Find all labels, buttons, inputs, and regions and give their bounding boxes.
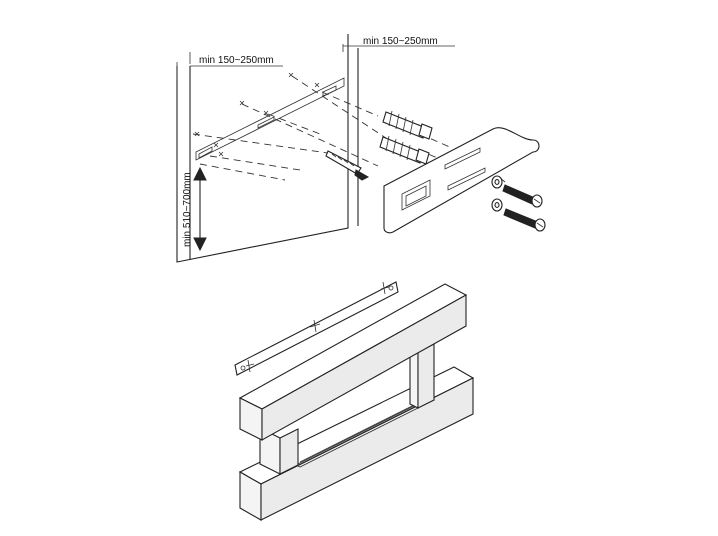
- drill-bit-icon: [325, 150, 370, 181]
- screw-bottom-icon: [503, 208, 546, 232]
- dimension-floor-height: min 510~700mm: [182, 166, 207, 252]
- wall-panel: [176, 34, 359, 263]
- washer-top-icon: [491, 175, 503, 189]
- wall-bracket: [234, 281, 399, 376]
- base-side-face: [260, 377, 474, 521]
- wall-bracket-outline: [194, 72, 345, 161]
- dimension-floor-height-label: min 510~700mm: [182, 172, 193, 247]
- dimension-right-spacing: min 150~250mm: [343, 36, 455, 47]
- dimension-left-spacing-label: min 150~250mm: [199, 55, 274, 66]
- mantel-side-face: [261, 294, 467, 441]
- dimension-right-spacing-label: min 150~250mm: [363, 36, 438, 47]
- wall-anchor-top-icon: [382, 110, 433, 140]
- dimension-left-spacing: min 150~250mm: [190, 55, 283, 67]
- wall-anchor-bottom-icon: [379, 135, 430, 165]
- fireplace-unit: [238, 283, 475, 521]
- washer-bottom-icon: [491, 198, 503, 212]
- pillar-left-side: [279, 428, 299, 475]
- screw-top-icon: [502, 184, 543, 208]
- pillar-right-side: [417, 343, 435, 409]
- bracket-plate-detail: [383, 127, 540, 234]
